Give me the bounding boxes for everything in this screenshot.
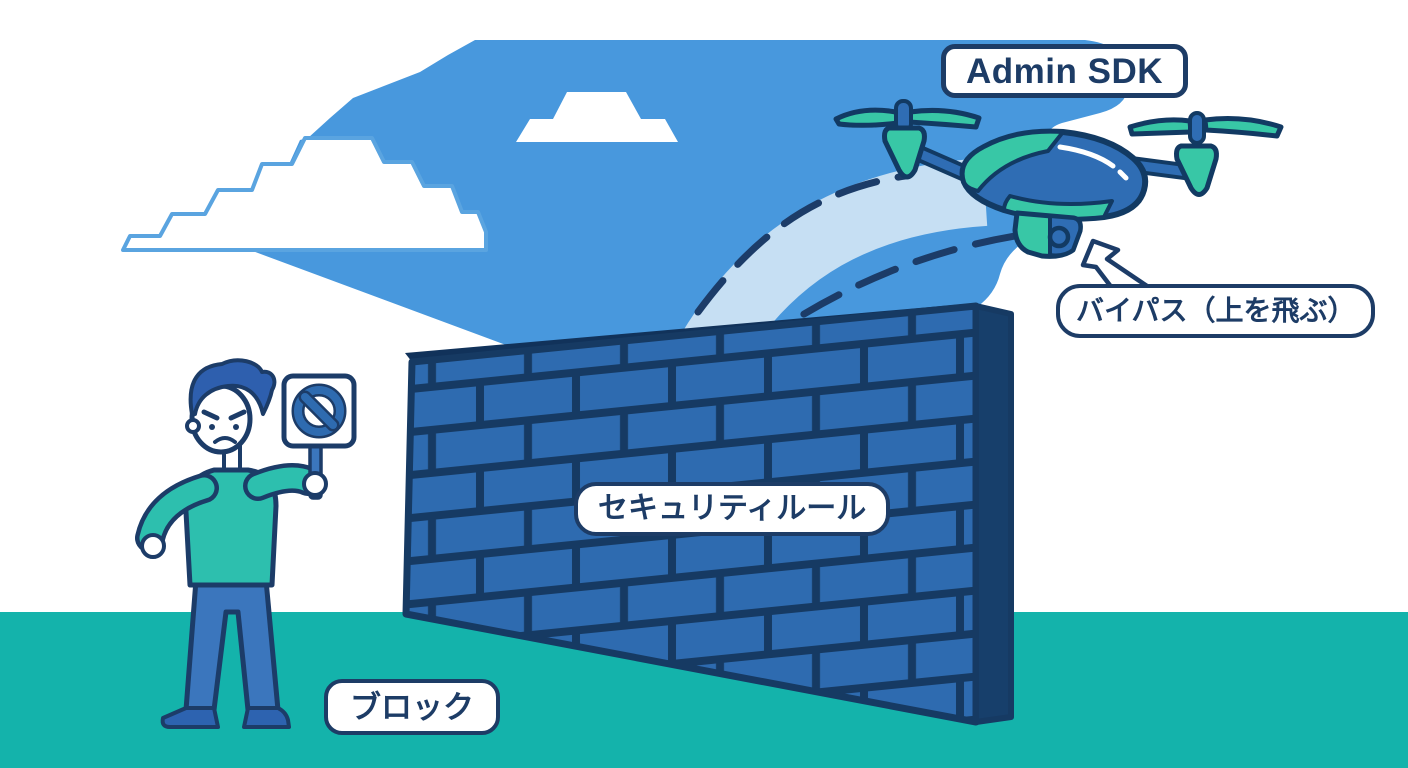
person-angry-face — [201, 409, 247, 444]
person-arm-right — [247, 467, 319, 497]
person-hair — [188, 358, 277, 416]
person-blocking — [135, 358, 357, 729]
security-rules-label: セキュリティルール — [574, 482, 891, 536]
drone-propeller-left — [833, 99, 982, 133]
drone-pod-left — [882, 125, 927, 180]
prohibition-icon — [294, 386, 344, 436]
person-shoe-left — [160, 706, 220, 729]
canopy-highlight — [1057, 144, 1116, 169]
bypass-label: バイパス（上を飛ぶ） — [1056, 284, 1376, 338]
cloud-large — [121, 136, 488, 252]
block-label: ブロック — [324, 679, 500, 735]
person-hand-left — [140, 533, 166, 559]
drone-camera — [1012, 210, 1083, 259]
camera-lens — [1047, 225, 1071, 249]
wall-side-face — [973, 303, 1014, 725]
admin-sdk-label: Admin SDK — [941, 44, 1188, 98]
person-ear — [185, 418, 201, 434]
cloud-small — [516, 92, 678, 142]
person-shoe-right — [242, 706, 291, 729]
drone — [833, 99, 1284, 259]
drone-pod-right — [1174, 143, 1219, 197]
drone-propeller-right — [1127, 111, 1284, 145]
bypass-arrow-icon — [1080, 238, 1150, 291]
person-hand-right — [302, 471, 328, 497]
prohibition-sign — [281, 373, 357, 449]
person-arm-left — [139, 477, 215, 549]
flight-path-dash-upper — [694, 172, 909, 316]
